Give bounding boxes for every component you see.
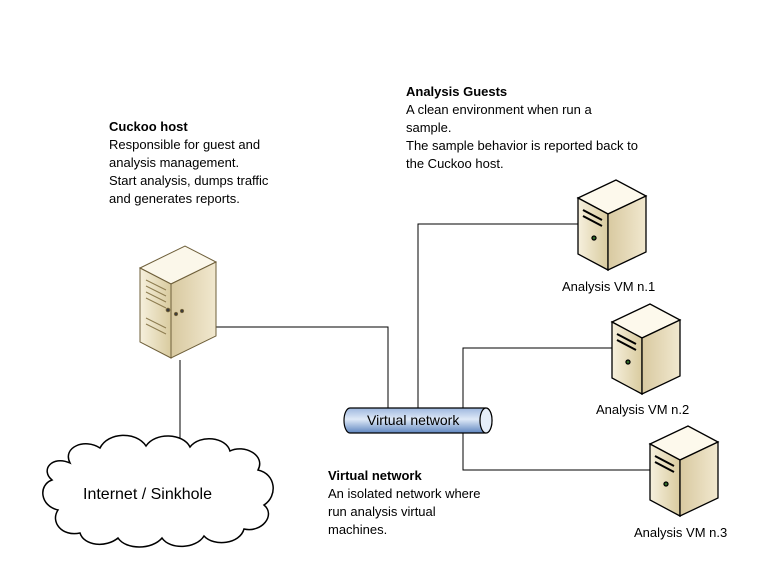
vm3-server-icon bbox=[648, 425, 720, 518]
virtual-network-title: Virtual network bbox=[328, 468, 422, 483]
virtual-network-line: run analysis virtual bbox=[328, 504, 436, 519]
cuckoo-host-line: Responsible for guest and bbox=[109, 137, 261, 152]
virtual-network-bus-icon bbox=[343, 407, 493, 434]
cuckoo-host-server-icon bbox=[138, 245, 218, 359]
analysis-guests-line: A clean environment when run a bbox=[406, 102, 592, 117]
internet-cloud-icon bbox=[42, 434, 274, 548]
analysis-guests-line: sample. bbox=[406, 120, 452, 135]
link-host-network bbox=[216, 326, 389, 408]
link-network-vm3 bbox=[462, 433, 654, 471]
cuckoo-host-line: analysis management. bbox=[109, 155, 240, 170]
vm3-label: Analysis VM n.3 bbox=[634, 525, 728, 540]
virtual-network-line: An isolated network where bbox=[328, 486, 481, 501]
cuckoo-host-description: Cuckoo host Responsible for guest and an… bbox=[109, 118, 268, 208]
cuckoo-host-line: and generates reports. bbox=[109, 191, 240, 206]
vm1-server-icon bbox=[576, 179, 648, 272]
link-network-vm1 bbox=[417, 223, 582, 408]
virtual-network-bus-label: Virtual network bbox=[367, 412, 460, 428]
connectors bbox=[179, 223, 654, 471]
analysis-guests-line: the Cuckoo host. bbox=[406, 156, 504, 171]
virtual-network-line: machines. bbox=[328, 522, 388, 537]
cuckoo-host-line: Start analysis, dumps traffic bbox=[109, 173, 269, 188]
link-network-vm2 bbox=[462, 347, 616, 433]
analysis-guests-title: Analysis Guests bbox=[406, 84, 508, 99]
analysis-guests-description: Analysis Guests A clean environment when… bbox=[406, 83, 638, 173]
vm1-label: Analysis VM n.1 bbox=[562, 279, 656, 294]
vm2-label: Analysis VM n.2 bbox=[596, 402, 690, 417]
virtual-network-description: Virtual network An isolated network wher… bbox=[328, 467, 480, 539]
cuckoo-host-title: Cuckoo host bbox=[109, 119, 188, 134]
vm2-server-icon bbox=[610, 303, 682, 396]
internet-cloud-label: Internet / Sinkhole bbox=[83, 486, 212, 503]
analysis-guests-line: The sample behavior is reported back to bbox=[406, 138, 638, 153]
